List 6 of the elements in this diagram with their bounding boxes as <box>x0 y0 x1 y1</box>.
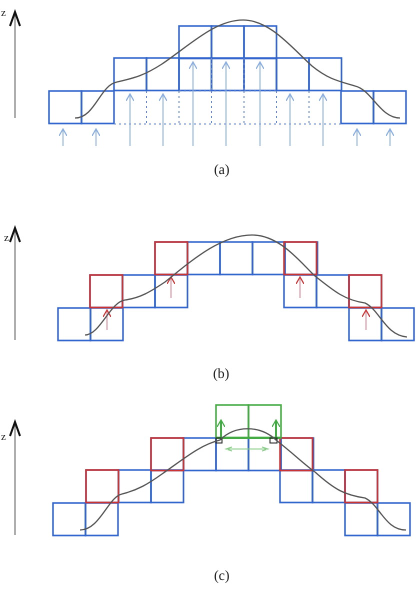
panel-caption: (b) <box>213 368 230 382</box>
axis-label: z <box>1 432 6 443</box>
axis-label: z <box>4 233 9 244</box>
panel-caption: (a) <box>214 164 230 178</box>
axis-label: z <box>1 8 6 19</box>
panel-caption: (c) <box>214 570 230 584</box>
